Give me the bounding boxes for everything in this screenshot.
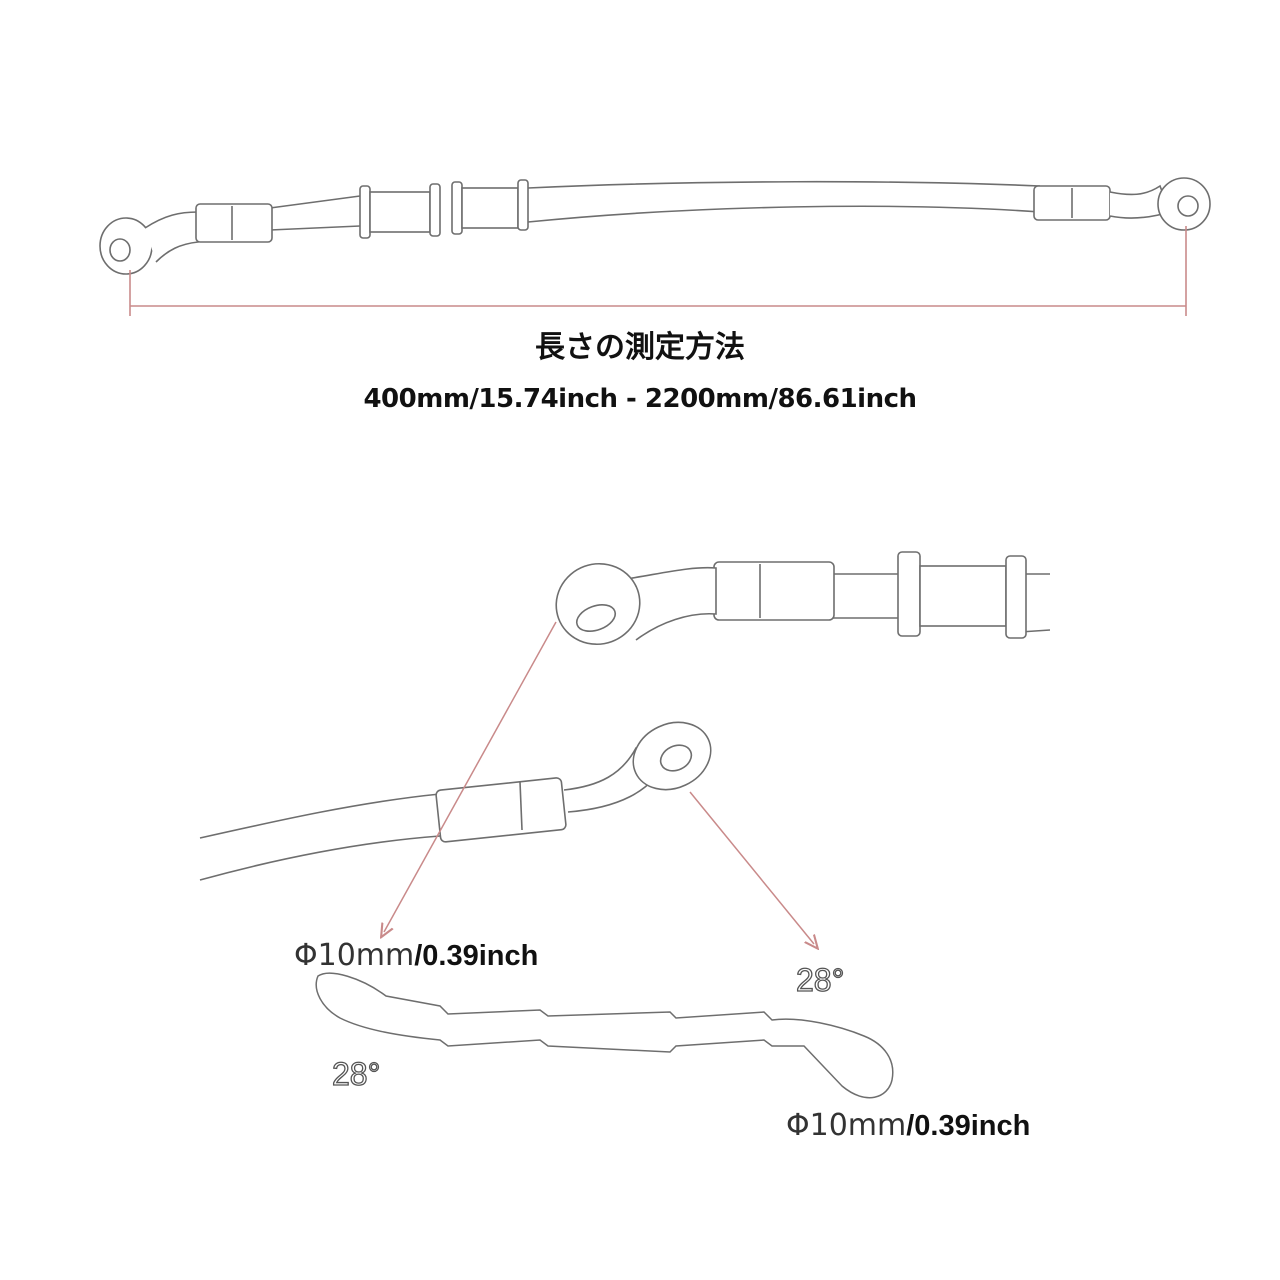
length-range: 400mm/15.74inch - 2200mm/86.61inch	[363, 384, 917, 414]
diameter-inch: /0.39inch	[414, 940, 539, 972]
pointer-arrows	[384, 621, 814, 944]
full-hose	[99, 177, 1211, 275]
diameter-mm: Φ10mm	[294, 938, 415, 973]
fitting-diameter-label-top: Φ10mm/0.39inch	[294, 938, 538, 973]
hose-profile-outline	[315, 972, 894, 1099]
closeup-fitting-upper	[555, 551, 1051, 646]
length-measurement-line	[129, 226, 1187, 316]
closeup-fitting-lower	[199, 721, 712, 881]
bend-angle-right: 28°	[795, 961, 845, 998]
diameter-mm: Φ10mm	[786, 1108, 907, 1143]
crimp-ferrule-left	[195, 203, 273, 243]
banjo-fitting-left	[99, 211, 199, 275]
diameter-inch: /0.39inch	[906, 1110, 1031, 1142]
measurement-heading: 長さの測定方法	[535, 330, 745, 365]
fitting-diameter-label-bottom: Φ10mm/0.39inch	[786, 1108, 1030, 1143]
bend-angle-left: 28°	[331, 1055, 381, 1092]
banjo-fitting-right	[1109, 177, 1211, 231]
hose-sleeve	[359, 179, 529, 239]
